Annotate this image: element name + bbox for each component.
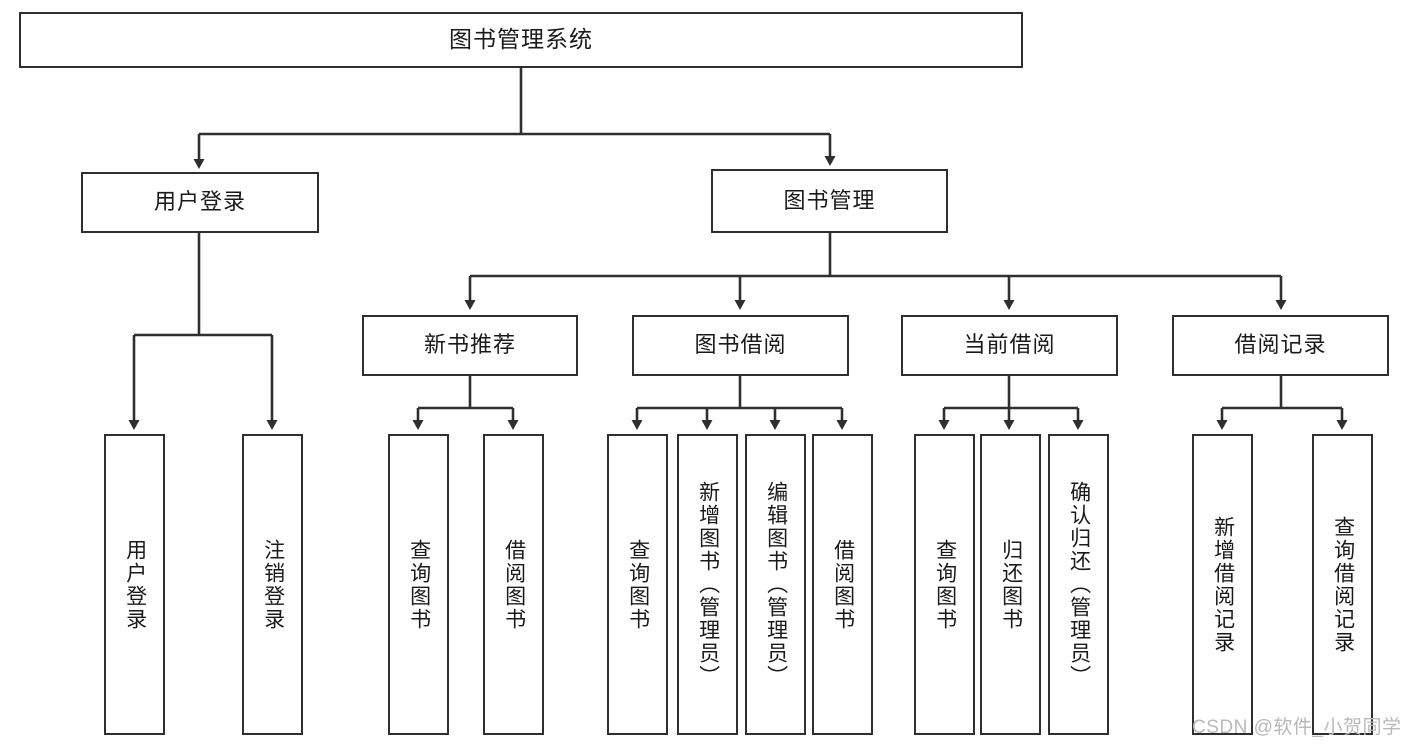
leaf-return-book[interactable]: 归还图书	[980, 434, 1041, 735]
node-book-manage[interactable]: 图书管理	[711, 169, 948, 233]
node-root-system[interactable]: 图书管理系统	[19, 12, 1023, 68]
node-borrow-record[interactable]: 借阅记录	[1172, 315, 1389, 376]
node-current-borrow[interactable]: 当前借阅	[901, 315, 1118, 376]
node-book-borrow[interactable]: 图书借阅	[632, 315, 849, 376]
leaf-edit-book[interactable]: 编辑图书（管理员）	[745, 434, 806, 735]
leaf-user-logout[interactable]: 注销登录	[242, 434, 303, 735]
leaf-confirm-return[interactable]: 确认归还（管理员）	[1048, 434, 1109, 735]
leaf-query-book-recommend[interactable]: 查询图书	[388, 434, 449, 735]
leaf-add-book[interactable]: 新增图书（管理员）	[677, 434, 738, 735]
leaf-query-book-borrow[interactable]: 查询图书	[607, 434, 668, 735]
node-user-login[interactable]: 用户登录	[81, 172, 319, 233]
leaf-borrow-book-recommend[interactable]: 借阅图书	[483, 434, 544, 735]
leaf-add-borrow-record[interactable]: 新增借阅记录	[1192, 434, 1253, 735]
csdn-watermark: CSDN @软件_小贺同学	[1192, 717, 1402, 738]
leaf-query-book-current[interactable]: 查询图书	[914, 434, 975, 735]
leaf-borrow-book[interactable]: 借阅图书	[812, 434, 873, 735]
leaf-query-borrow-record[interactable]: 查询借阅记录	[1312, 434, 1373, 735]
leaf-user-login[interactable]: 用户登录	[104, 434, 165, 735]
node-new-book-recommend[interactable]: 新书推荐	[362, 315, 578, 376]
